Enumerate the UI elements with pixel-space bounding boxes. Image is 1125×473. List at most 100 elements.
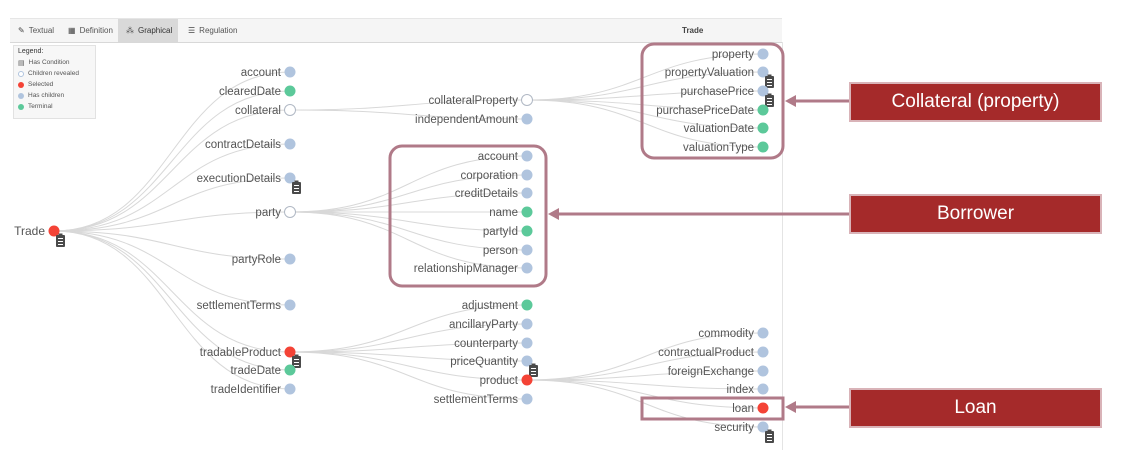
tree-node-foreign-exchange[interactable]: foreignExchange <box>668 365 769 379</box>
tree-node-credit-details[interactable]: creditDetails <box>455 187 533 201</box>
tab-regulation[interactable]: ☰ Regulation <box>180 19 244 42</box>
node-circle[interactable] <box>521 113 533 125</box>
node-circle[interactable] <box>757 122 769 134</box>
tab-graphical[interactable]: ⁂ Graphical <box>118 19 178 42</box>
node-circle[interactable] <box>521 262 533 274</box>
node-circle[interactable] <box>757 402 769 414</box>
tree-node-property[interactable]: property <box>712 48 769 62</box>
tab-label: Regulation <box>199 26 238 35</box>
tree-link <box>289 192 528 213</box>
node-circle[interactable] <box>284 299 296 311</box>
tree-node-ancillary-party[interactable]: ancillaryParty <box>449 318 533 332</box>
tree-node-contract-details[interactable]: contractDetails <box>205 138 296 152</box>
tab-textual[interactable]: ✎ Textual <box>10 19 60 42</box>
node-label: creditDetails <box>455 188 519 200</box>
tree-link <box>289 351 528 400</box>
node-circle[interactable] <box>284 364 296 376</box>
node-label: tradeDate <box>230 365 281 377</box>
tree-node-trade-identifier[interactable]: tradeIdentifier <box>211 383 296 397</box>
node-circle[interactable] <box>521 355 533 367</box>
tree-node-corporation[interactable]: corporation <box>460 169 533 183</box>
node-circle[interactable] <box>284 66 296 78</box>
node-circle[interactable] <box>757 365 769 377</box>
tree-node-party[interactable]: party <box>255 206 296 220</box>
tree-node-collateral-property[interactable]: collateralProperty <box>429 94 533 108</box>
node-circle[interactable] <box>284 346 296 358</box>
tree-node-trade-date[interactable]: tradeDate <box>230 364 296 378</box>
tree-node-adjustment[interactable]: adjustment <box>462 299 533 313</box>
tree-node-independent-amount[interactable]: independentAmount <box>415 113 533 127</box>
node-label: index <box>727 384 755 396</box>
node-label: valuationDate <box>684 123 754 135</box>
node-circle[interactable] <box>757 346 769 358</box>
node-circle[interactable] <box>757 421 769 433</box>
node-circle[interactable] <box>284 253 296 265</box>
node-circle[interactable] <box>521 206 533 218</box>
node-circle[interactable] <box>521 244 533 256</box>
tree-link <box>289 323 528 353</box>
tree-node-tradable-product[interactable]: tradableProduct <box>200 346 296 360</box>
tree-node-name[interactable]: name <box>489 206 533 220</box>
legend-item: Has children <box>18 90 91 101</box>
node-circle[interactable] <box>284 383 296 395</box>
node-circle[interactable] <box>521 337 533 349</box>
tree-node-party-role[interactable]: partyRole <box>232 253 296 267</box>
node-circle[interactable] <box>284 138 296 150</box>
node-circle[interactable] <box>757 383 769 395</box>
tree-node-account[interactable]: account <box>241 66 296 80</box>
tree-node-counterparty[interactable]: counterparty <box>454 337 533 351</box>
node-label: settlementTerms <box>434 394 519 406</box>
node-circle[interactable] <box>284 172 296 184</box>
node-circle[interactable] <box>521 393 533 405</box>
tree-node-execution-details[interactable]: executionDetails <box>197 172 296 186</box>
tree-node-index[interactable]: index <box>727 383 769 397</box>
tree-node-valuation-type[interactable]: valuationType <box>683 141 769 155</box>
node-circle[interactable] <box>521 299 533 311</box>
tree-node-commodity[interactable]: commodity <box>698 327 769 341</box>
tree-node-person[interactable]: person <box>483 244 533 258</box>
legend-label: Selected <box>28 81 54 88</box>
node-circle[interactable] <box>521 318 533 330</box>
node-circle[interactable] <box>521 94 533 106</box>
node-circle[interactable] <box>757 48 769 60</box>
highlight-party <box>388 144 548 288</box>
node-circle[interactable] <box>48 225 60 237</box>
node-circle[interactable] <box>757 66 769 78</box>
tree-node-purchase-price[interactable]: purchasePrice <box>680 85 769 99</box>
tree-node-price-quantity[interactable]: priceQuantity <box>450 355 533 369</box>
node-circle[interactable] <box>521 374 533 386</box>
node-label: loan <box>732 403 754 415</box>
node-circle[interactable] <box>757 85 769 97</box>
node-circle[interactable] <box>757 327 769 339</box>
tree-node-property-valuation[interactable]: propertyValuation <box>665 66 769 80</box>
clipboard-icon <box>765 429 774 443</box>
node-circle[interactable] <box>284 85 296 97</box>
tree-node-account[interactable]: account <box>478 150 533 164</box>
tree-node-party-id[interactable]: partyId <box>483 225 533 239</box>
node-circle[interactable] <box>284 206 296 218</box>
node-circle[interactable] <box>521 225 533 237</box>
tree-node-valuation-date[interactable]: valuationDate <box>684 122 769 136</box>
tree-node-purchase-price-date[interactable]: purchasePriceDate <box>656 104 769 118</box>
node-circle[interactable] <box>521 187 533 199</box>
tree-node-trade[interactable]: Trade <box>14 224 60 238</box>
tree-node-contractual-product[interactable]: contractualProduct <box>658 346 769 360</box>
tab-definition[interactable]: ▦ Definition <box>60 19 118 42</box>
node-circle[interactable] <box>757 141 769 153</box>
tree-node-cleared-date[interactable]: clearedDate <box>219 85 296 99</box>
tree-node-security[interactable]: security <box>714 421 769 435</box>
node-circle[interactable] <box>757 104 769 116</box>
tree-node-collateral[interactable]: collateral <box>235 104 296 118</box>
tree-node-settlement-terms[interactable]: settlementTerms <box>434 393 533 407</box>
tree-node-product[interactable]: product <box>480 374 533 388</box>
node-circle[interactable] <box>521 150 533 162</box>
has-children-swatch <box>18 92 24 99</box>
node-circle[interactable] <box>521 169 533 181</box>
tree-node-loan[interactable]: loan <box>732 402 769 416</box>
tree-node-relationship-manager[interactable]: relationshipManager <box>414 262 533 276</box>
tree-link <box>289 99 528 111</box>
callout-loan: Loan <box>849 388 1102 428</box>
node-circle[interactable] <box>284 104 296 116</box>
list-icon: ☰ <box>188 26 196 35</box>
tree-node-settlement-terms[interactable]: settlementTerms <box>197 299 296 313</box>
